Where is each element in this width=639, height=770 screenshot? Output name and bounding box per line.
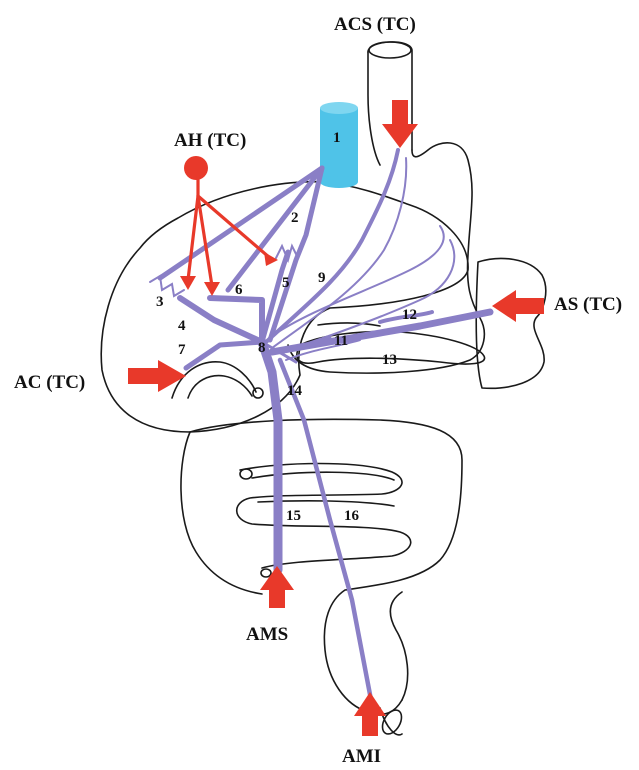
ah-line-3 [198,196,270,258]
ac-arrow [128,360,186,392]
colon-right [390,592,407,700]
label-ams: AMS [246,624,288,645]
number-15: 15 [286,508,301,524]
gallbladder-inner [188,376,252,398]
number-12: 12 [402,307,417,323]
ah-arrowhead-1 [180,276,196,290]
number-1: 1 [333,130,341,146]
number-9: 9 [318,270,326,286]
number-13: 13 [382,352,397,368]
number-8: 8 [258,340,266,356]
ami-arrow [354,692,386,736]
number-7: 7 [178,342,186,358]
number-6: 6 [235,282,243,298]
number-3: 3 [156,294,164,310]
gallbladder-end [253,388,263,398]
number-5: 5 [282,275,290,291]
hepatic-artery-origin [184,156,208,180]
ams-arrow [260,566,294,608]
ileum-end [261,569,271,577]
number-2: 2 [291,210,299,226]
label-as: AS (TC) [554,294,622,315]
ah-line-2 [198,196,212,286]
intestine-loop-2 [252,472,394,480]
label-ah: AH (TC) [174,130,246,151]
branch-4 [180,298,262,342]
esophagus-left [368,52,380,165]
intestine-left-wall [181,432,262,594]
number-16: 16 [344,508,360,524]
number-11: 11 [334,333,348,349]
label-acs: ACS (TC) [334,14,416,35]
spleen-outline [476,258,546,388]
intestine-loop-end [240,469,252,479]
label-ac: AC (TC) [14,372,85,393]
esophagus-opening [369,42,411,58]
ah-line-1 [188,176,198,280]
pancreas-tail [318,323,380,326]
branch-7 [186,342,262,368]
number-4: 4 [178,318,186,334]
number-14: 14 [287,383,303,399]
ah-arrowhead-3 [264,252,278,266]
label-ami: AMI [342,746,381,765]
intestine-loop-1 [237,464,411,569]
zigzag-3 [150,276,184,296]
portal-trunk [262,342,278,570]
ah-arrowhead-2 [204,282,220,296]
